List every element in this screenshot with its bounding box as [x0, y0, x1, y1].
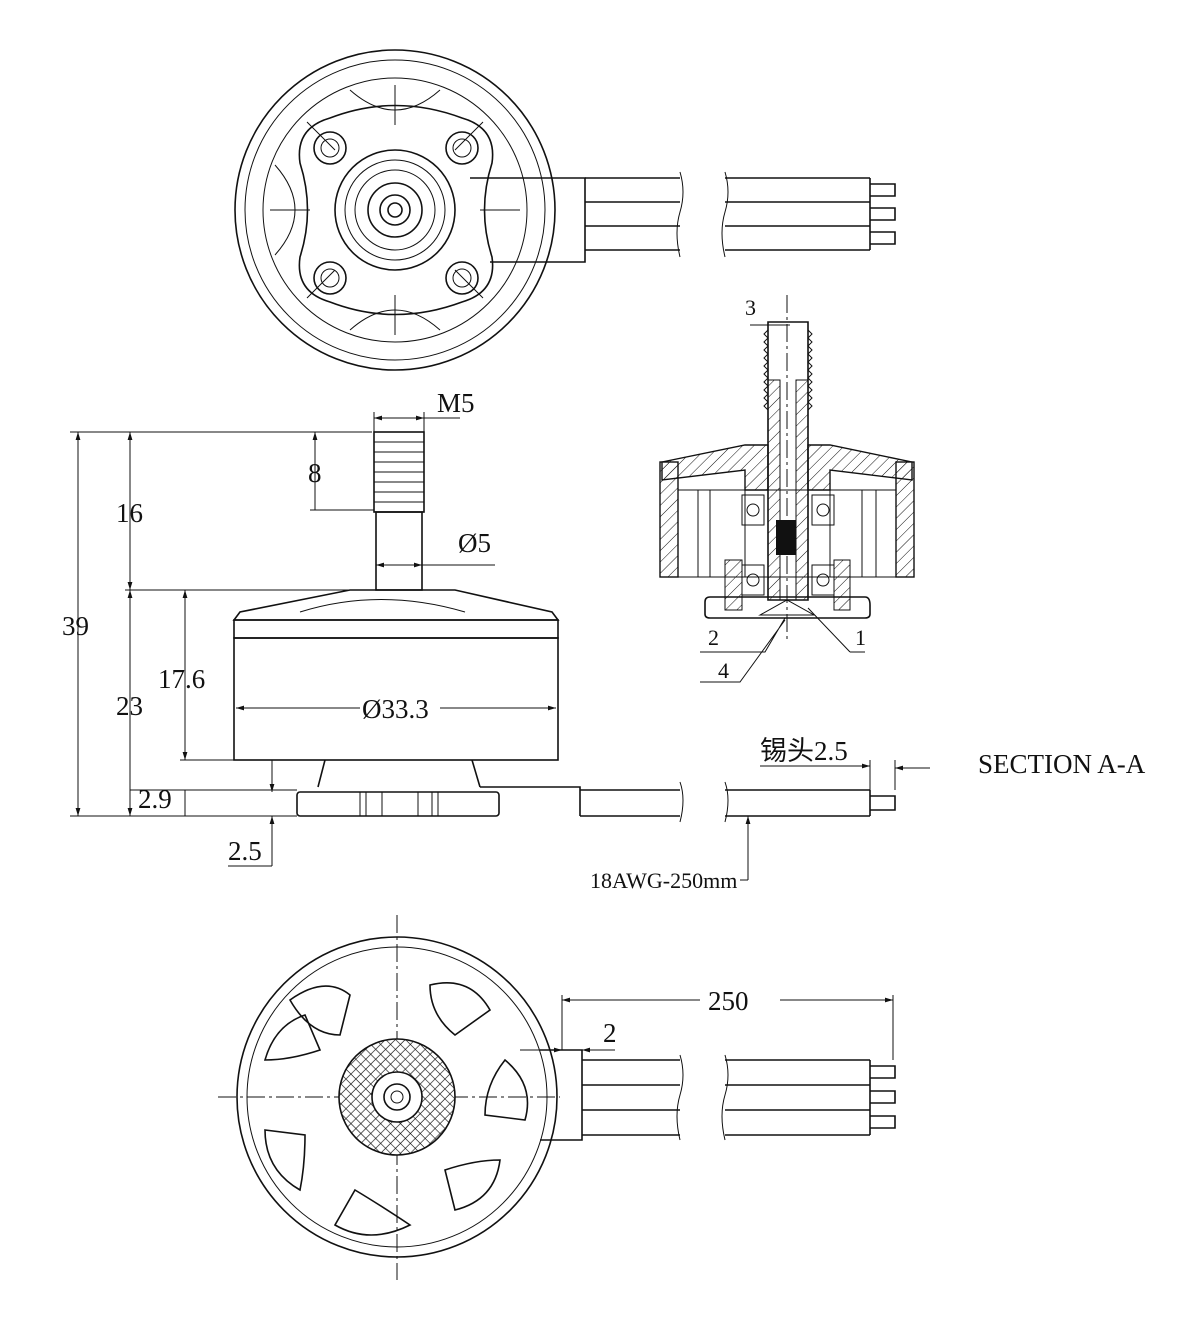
dimensions: M5 8 16 39 Ø5 23 17.6 Ø33.3 2.9 2.5 锡头2.… — [62, 388, 1146, 893]
callout-3: 3 — [745, 295, 756, 320]
dim-wire-length: 250 — [708, 986, 749, 1016]
dim-thread-length: 8 — [308, 458, 322, 488]
dim-total-height: 39 — [62, 611, 89, 641]
dim-shaft-diameter: Ø5 — [458, 528, 491, 558]
wire-spec: 18AWG-250mm — [590, 868, 737, 893]
top-view — [234, 49, 896, 371]
callout-1: 1 — [855, 625, 866, 650]
section-view: 3 2 1 4 — [659, 295, 915, 683]
dim-bell-height: 17.6 — [158, 664, 205, 694]
dim-shaft-length: 16 — [116, 498, 143, 528]
dim-base-height: 2.9 — [138, 784, 172, 814]
dim-base-offset: 2.5 — [228, 836, 262, 866]
dim-tin-tip: 锡头2.5 — [760, 736, 848, 766]
callout-4: 4 — [718, 658, 729, 683]
section-title: SECTION A-A — [978, 749, 1146, 779]
bottom-view: 250 2 — [218, 915, 896, 1280]
dim-wire-offset: 2 — [603, 1018, 617, 1048]
dim-body-height: 23 — [116, 691, 143, 721]
dim-bell-diameter: Ø33.3 — [362, 694, 429, 724]
dim-thread: M5 — [437, 388, 475, 418]
top-wires — [585, 171, 896, 258]
callout-2: 2 — [708, 625, 719, 650]
